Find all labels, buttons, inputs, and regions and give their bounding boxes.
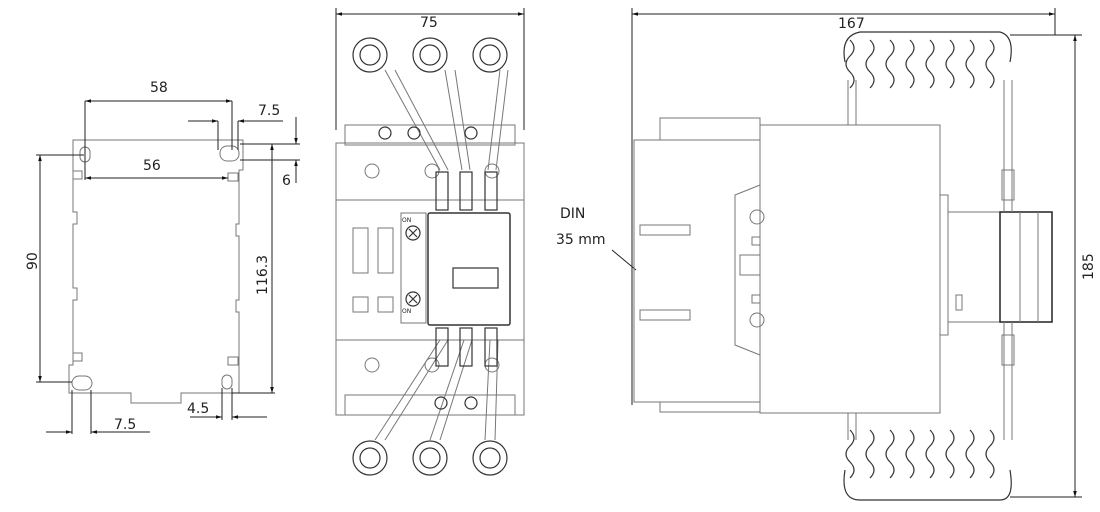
dim-7-5-top: 7.5: [258, 103, 280, 119]
dim-4-5: 4.5: [187, 401, 209, 417]
dim-90: 90: [25, 252, 41, 270]
dim-7-5-bottom: 7.5: [114, 417, 136, 433]
dim-116-3: 116.3: [255, 255, 271, 295]
din-label: DIN: [560, 206, 585, 222]
dim-185: 185: [1081, 253, 1097, 280]
mounting-plate-view: 58 56 7.5 6 90 116.3 4.5 7.5: [25, 80, 300, 434]
contactor-front-view: 75 ON ON: [335, 8, 525, 476]
dim-167: 167: [838, 16, 865, 32]
dim-75: 75: [420, 15, 438, 31]
switch-label-bottom: ON: [402, 308, 411, 315]
dim-58: 58: [150, 80, 168, 96]
switch-label-top: ON: [402, 217, 411, 224]
contactor-side-view: 167 185 DIN 35 mm: [556, 8, 1097, 501]
dim-6: 6: [282, 173, 291, 189]
dim-56: 56: [143, 158, 161, 174]
din-size-label: 35 mm: [556, 232, 606, 248]
